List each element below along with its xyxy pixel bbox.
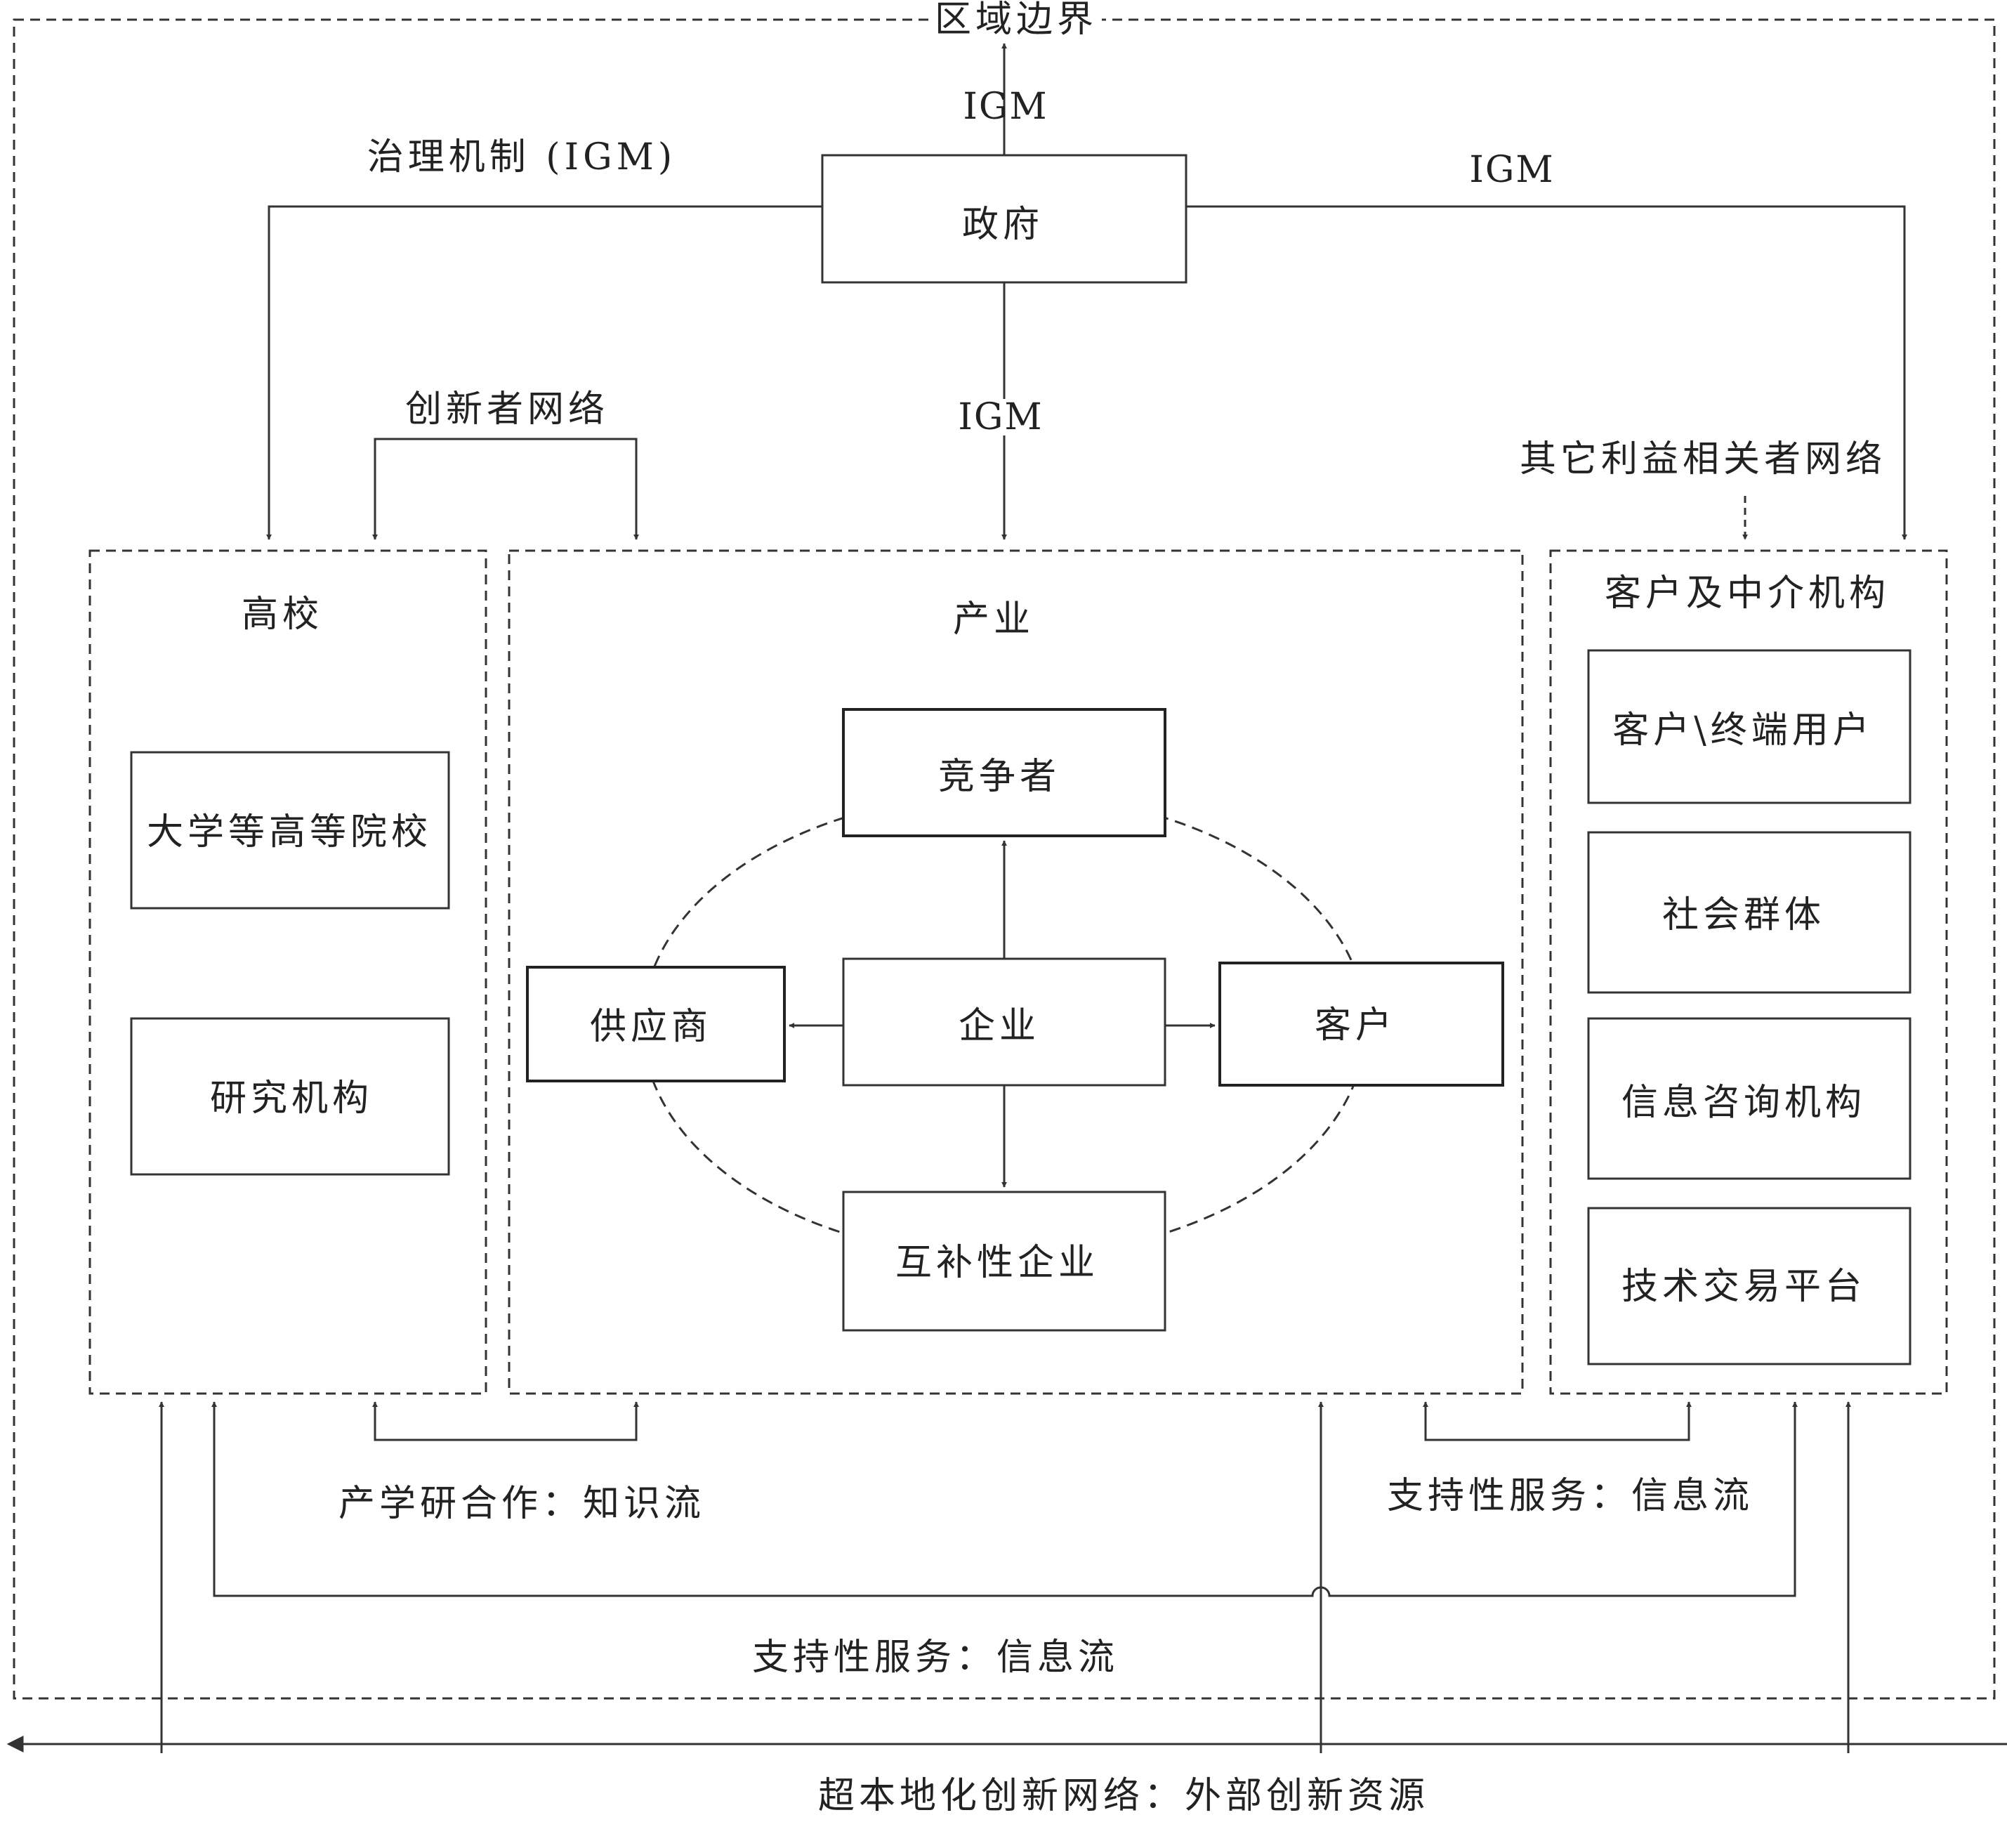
other-stakeholders-label: 其它利益相关者网络: [1519, 438, 1887, 480]
social-group-label: 社会群体: [1661, 894, 1826, 936]
university-group-box: [88, 549, 487, 1395]
support-service-bottom-label: 支持性服务：信息流: [751, 1637, 1119, 1679]
info-consulting-label: 信息咨询机构: [1621, 1082, 1867, 1124]
complementary-box: [842, 1191, 1166, 1332]
research-institute-label: 研究机构: [209, 1077, 374, 1120]
supplier-label: 供应商: [589, 1006, 713, 1048]
innovator-network-label: 创新者网络: [404, 388, 610, 431]
university-box: [130, 751, 450, 910]
university-label: 大学等高等院校: [146, 811, 433, 853]
support-service-right-label: 支持性服务：信息流: [1386, 1475, 1754, 1517]
igm-right-label: IGM: [1469, 149, 1555, 191]
enterprise-label: 企业: [958, 1005, 1041, 1047]
info-consulting-box: [1587, 1017, 1911, 1180]
external-resources-label: 超本地化创新网络：外部创新资源: [817, 1775, 1430, 1817]
tech-trading-label: 技术交易平台: [1621, 1266, 1867, 1308]
client-group-box: [1549, 549, 1948, 1395]
industry-group-title: 产业: [952, 598, 1035, 641]
industry-group-box: [508, 549, 1524, 1395]
customer-box: [1218, 962, 1504, 1087]
governance-mechanism-label: 治理机制 (IGM): [367, 136, 677, 178]
end-user-label: 客户\终端用户: [1612, 709, 1874, 752]
government-box: [821, 154, 1187, 284]
customer-label: 客户: [1314, 1004, 1397, 1047]
support-right-bracket: [1423, 1401, 1692, 1441]
igm-arrow-left: [266, 205, 822, 540]
complementary-label: 互补性企业: [895, 1242, 1100, 1284]
competitor-label: 竞争者: [937, 756, 1061, 798]
igm-down-label: IGM: [954, 399, 1048, 435]
iur-bracket: [372, 1401, 639, 1441]
innovator-network-bracket: [372, 438, 639, 540]
university-group-title: 高校: [241, 594, 324, 636]
social-group-box: [1587, 831, 1911, 994]
igm-top-label: IGM: [963, 86, 1048, 128]
iur-cooperation-label: 产学研合作：知识流: [338, 1483, 706, 1525]
enterprise-box: [842, 957, 1166, 1087]
tech-trading-box: [1587, 1207, 1911, 1365]
end-user-box: [1587, 649, 1911, 804]
competitor-box: [842, 708, 1166, 837]
region-boundary-label: 区域边界: [930, 1, 1103, 38]
government-label: 政府: [961, 204, 1044, 246]
igm-arrow-right: [1186, 205, 1907, 540]
supplier-box: [526, 966, 786, 1082]
research-institute-box: [130, 1017, 450, 1176]
client-group-title: 客户及中介机构: [1604, 572, 1890, 615]
